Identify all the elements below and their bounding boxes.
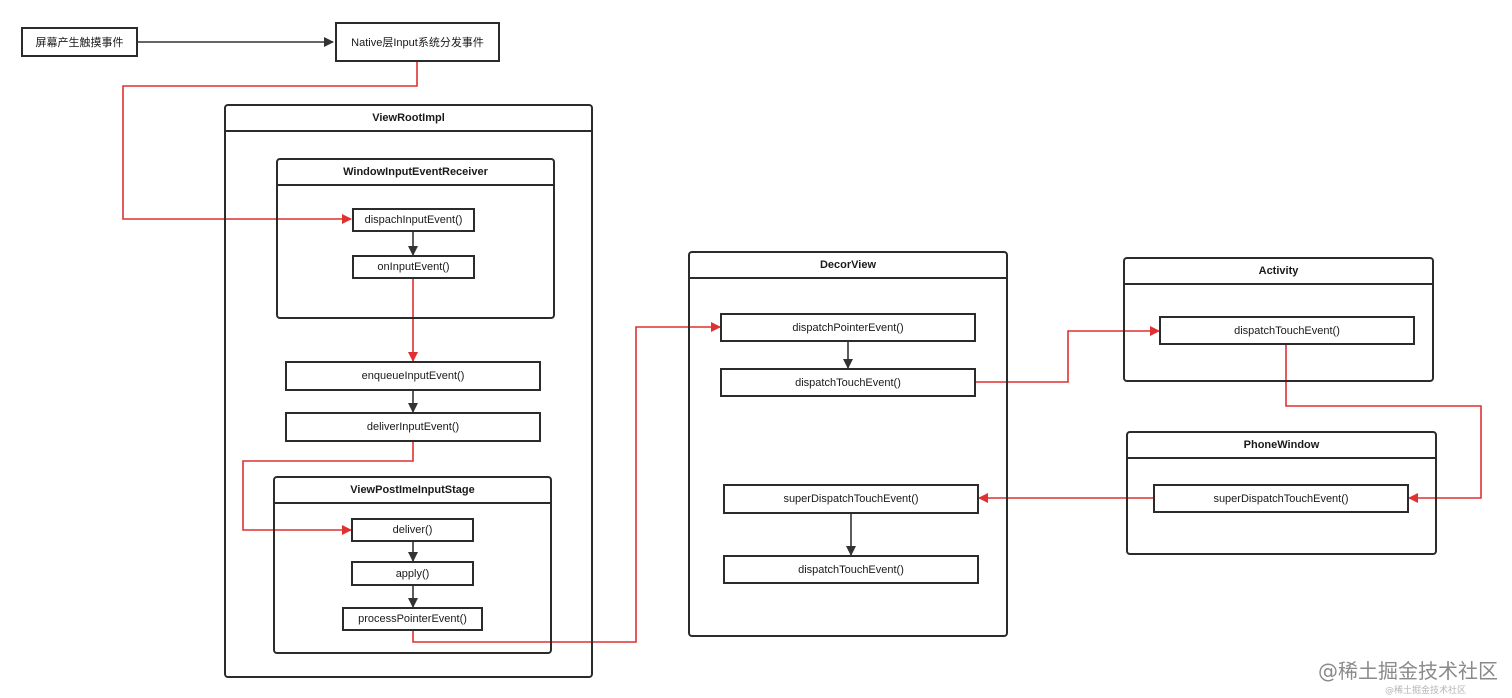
- apply-label: apply(): [395, 567, 430, 580]
- deliver-node: deliver(): [351, 518, 474, 542]
- decor-view-title: DecorView: [690, 253, 1006, 279]
- watermark-sub: @稀土掘金技术社区: [1384, 686, 1466, 696]
- decor-view-container: DecorView: [688, 251, 1008, 637]
- phone-window-super-dispatch-touch-event-node: superDispatchTouchEvent(): [1153, 484, 1409, 513]
- decor-dispatch-touch-event-2-label: dispatchTouchEvent(): [798, 563, 904, 576]
- native-input-label: Native层Input系统分发事件: [351, 37, 484, 49]
- decor-dispatch-touch-event-2-node: dispatchTouchEvent(): [723, 555, 979, 584]
- phone-window-container: PhoneWindow: [1126, 431, 1437, 555]
- arrow-decor-to-activity: [976, 326, 1160, 383]
- decor-dispatch-touch-event-node: dispatchTouchEvent(): [720, 368, 976, 397]
- decor-dispatch-pointer-event-label: dispatchPointerEvent(): [792, 321, 904, 334]
- phone-window-super-dispatch-touch-event-label: superDispatchTouchEvent(): [1213, 492, 1349, 505]
- view-root-impl-container: ViewRootImpl: [224, 104, 593, 678]
- process-pointer-event-node: processPointerEvent(): [342, 607, 483, 631]
- dispach-input-event-label: dispachInputEvent(): [364, 214, 463, 226]
- process-pointer-event-label: processPointerEvent(): [358, 613, 467, 625]
- activity-dispatch-touch-event-label: dispatchTouchEvent(): [1234, 324, 1340, 337]
- decor-super-dispatch-touch-event-node: superDispatchTouchEvent(): [723, 484, 979, 514]
- decor-super-dispatch-touch-event-label: superDispatchTouchEvent(): [783, 493, 919, 505]
- phone-window-title: PhoneWindow: [1128, 433, 1435, 459]
- view-post-ime-input-stage-title: ViewPostImeInputStage: [275, 478, 550, 504]
- enqueue-input-event-label: enqueueInputEvent(): [361, 370, 465, 382]
- deliver-input-event-label: deliverInputEvent(): [366, 421, 460, 433]
- dispach-input-event-node: dispachInputEvent(): [352, 208, 475, 232]
- on-input-event-label: onInputEvent(): [377, 261, 450, 273]
- decor-dispatch-touch-event-label: dispatchTouchEvent(): [795, 376, 901, 389]
- activity-dispatch-touch-event-node: dispatchTouchEvent(): [1159, 316, 1415, 345]
- watermark: @稀土掘金技术社区: [1318, 659, 1498, 683]
- activity-title: Activity: [1125, 259, 1432, 285]
- decor-dispatch-pointer-event-node: dispatchPointerEvent(): [720, 313, 976, 342]
- on-input-event-node: onInputEvent(): [352, 255, 475, 279]
- arrow-process-to-decor: [412, 322, 721, 643]
- arrow-native-to-dispach: [122, 62, 418, 224]
- view-post-ime-input-stage-container: ViewPostImeInputStage: [273, 476, 552, 654]
- screen-touch-node: 屏幕产生触摸事件: [21, 27, 138, 57]
- deliver-label: deliver(): [392, 524, 433, 536]
- apply-node: apply(): [351, 561, 474, 586]
- screen-touch-label: 屏幕产生触摸事件: [35, 37, 124, 49]
- view-root-impl-title: ViewRootImpl: [226, 106, 591, 132]
- arrow-activity-to-phonewindow: [1285, 345, 1482, 503]
- activity-container: Activity: [1123, 257, 1434, 382]
- native-input-node: Native层Input系统分发事件: [335, 22, 500, 62]
- deliver-input-event-node: deliverInputEvent(): [285, 412, 541, 442]
- arrow-deliverinput-to-deliver: [242, 442, 414, 535]
- enqueue-input-event-node: enqueueInputEvent(): [285, 361, 541, 391]
- window-input-event-receiver-title: WindowInputEventReceiver: [278, 160, 553, 186]
- window-input-event-receiver-container: WindowInputEventReceiver: [276, 158, 555, 319]
